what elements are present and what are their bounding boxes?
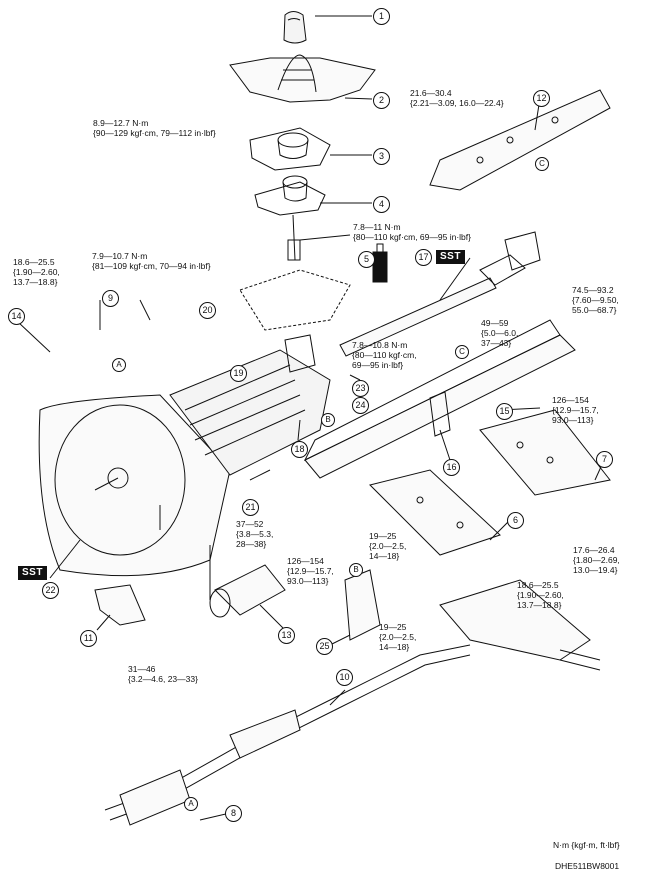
ref-c-upper: C (535, 157, 549, 171)
callout-1: 1 (373, 8, 390, 25)
callout-13: 13 (278, 627, 295, 644)
plate-outline (239, 269, 351, 331)
torque-spec-10: 37—52 {3.8—5.3, 28—38} (236, 519, 274, 549)
torque-spec-9: 126—154 {12.9—15.7, 93.0—113} (552, 395, 599, 425)
ref-a-lower: A (184, 797, 198, 811)
torque-spec-11: 126—154 {12.9—15.7, 93.0—113} (287, 556, 334, 586)
ref-b-upper: B (321, 413, 335, 427)
units-note: N·m {kgf·m, ft·lbf} (553, 840, 620, 850)
torque-spec-8: 7.8—10.8 N·m {80—110 kgf·cm, 69—95 in·lb… (352, 340, 417, 370)
shift-knob (283, 11, 307, 44)
figure-code: DHE511BW8001 (555, 861, 620, 871)
torque-spec-1: 8.9—12.7 N·m {90—129 kgf·cm, 79—112 in·l… (93, 118, 216, 138)
exhaust-system (104, 579, 601, 826)
callout-5: 5 (358, 251, 375, 268)
callout-23: 23 (352, 380, 369, 397)
engine-mount-6 (369, 469, 501, 556)
grease-tube (372, 243, 388, 283)
callout-4: 4 (373, 196, 390, 213)
crossmember (303, 319, 576, 479)
leader-lines (17, 15, 606, 821)
callout-21: 21 (242, 499, 259, 516)
callout-17: 17 (415, 249, 432, 266)
callout-7: 7 (596, 451, 613, 468)
shift-seal (254, 175, 326, 216)
torque-spec-2: 21.6—30.4 {2.21—3.09, 16.0—22.4} (410, 88, 504, 108)
callout-16: 16 (443, 459, 460, 476)
sst-tag-upper: SST (436, 250, 465, 264)
callout-20: 20 (199, 302, 216, 319)
torque-spec-16: 31—46 {3.2—4.6, 23—33} (128, 664, 198, 684)
callout-14: 14 (8, 308, 25, 325)
shift-boot (229, 54, 376, 103)
callout-24: 24 (352, 397, 369, 414)
shift-lever (287, 214, 301, 261)
callout-3: 3 (373, 148, 390, 165)
ref-a-upper: A (112, 358, 126, 372)
sst-tag-lower: SST (18, 566, 47, 580)
torque-spec-14: 17.6—26.4 {1.80—2.69, 13.0—19.4} (573, 545, 620, 575)
torque-spec-13: 18.6—25.5 {1.90—2.60, 13.7—18.8} (517, 580, 564, 610)
callout-9: 9 (102, 290, 119, 307)
callout-15: 15 (496, 403, 513, 420)
stay-bracket (429, 89, 611, 191)
shift-insulator (249, 127, 331, 171)
callout-12: 12 (533, 90, 550, 107)
callout-2: 2 (373, 92, 390, 109)
torque-spec-5: 7.9—10.7 N·m {81—109 kgf·cm, 70—94 in·lb… (92, 251, 211, 271)
propeller-shaft (339, 231, 541, 357)
torque-spec-7: 49—59 {5.0—6.0, 37—43} (481, 318, 519, 348)
callout-6: 6 (507, 512, 524, 529)
callout-22: 22 (42, 582, 59, 599)
torque-spec-15: 19—25 {2.0—2.5, 14—18} (379, 622, 417, 652)
callout-10: 10 (336, 669, 353, 686)
callout-25: 25 (316, 638, 333, 655)
torque-spec-6: 74.5—93.2 {7.60—9.50, 55.0—68.7} (572, 285, 619, 315)
torque-spec-3: 7.8—11 N·m {80—110 kgf·cm, 69—95 in·lbf} (353, 222, 471, 242)
callout-18: 18 (291, 441, 308, 458)
ref-b-lower: B (349, 563, 363, 577)
engine-mount-7 (479, 409, 611, 496)
callout-8: 8 (225, 805, 242, 822)
callout-11: 11 (80, 630, 97, 647)
starter (209, 564, 286, 618)
transmission (38, 334, 331, 577)
torque-spec-4: 18.6—25.5 {1.90—2.60, 13.7—18.8} (13, 257, 60, 287)
ref-c-lower: C (455, 345, 469, 359)
heat-insulator (344, 569, 381, 641)
bracket-11 (94, 584, 146, 626)
torque-spec-12: 19—25 {2.0—2.5, 14—18} (369, 531, 407, 561)
callout-19: 19 (230, 365, 247, 382)
